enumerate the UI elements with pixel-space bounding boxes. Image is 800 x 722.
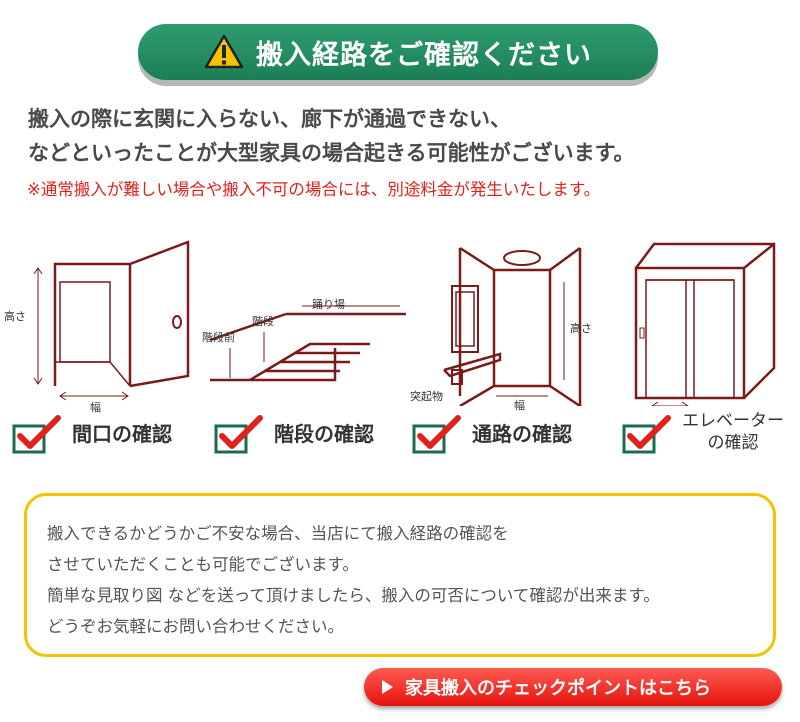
cta-label: 家具搬入のチェックポイントはこちら	[405, 678, 711, 699]
doorway-width-label: 幅	[90, 401, 101, 414]
protrusion-label: 突起物	[410, 390, 443, 403]
lead-line-1: 搬入の際に玄関に入らない、廊下が通過できない、	[28, 107, 511, 131]
doorway-height-label: 高さ	[4, 310, 26, 323]
header-banner: 搬入経路をご確認ください	[138, 24, 658, 86]
lead-text: 搬入の際に玄関に入らない、廊下が通過できない、 などといったことが大型家具の場合…	[28, 102, 788, 170]
before-stairs-label: 階段前	[202, 331, 235, 344]
red-checkmark-icon	[12, 415, 61, 454]
check-elevator: エレベーター の確認	[622, 410, 784, 454]
stairs-illustration: 踊り場 階段 階段前	[200, 236, 410, 406]
check-elevator-label: エレベーター の確認	[682, 410, 784, 454]
warning-triangle-icon	[204, 34, 244, 69]
step-label: 階段	[252, 315, 274, 328]
check-elevator-line-2: の確認	[707, 433, 759, 453]
red-checkmark-icon	[622, 415, 671, 454]
doorway-illustration: 高さ 幅	[0, 236, 200, 414]
stairs-drawing	[209, 305, 406, 382]
info-line-2: させていただくことも可能でございます。	[47, 555, 359, 574]
play-arrow-icon	[382, 680, 393, 694]
lead-line-2: などといったことが大型家具の場合起きる可能性がございます。	[28, 141, 635, 165]
landing-label: 踊り場	[312, 298, 345, 311]
check-stairs-label: 階段の確認	[274, 421, 374, 446]
doorway-drawing	[33, 240, 190, 401]
check-corridor: 通路の確認	[412, 410, 572, 454]
furniture-checkpoint-button[interactable]: 家具搬入のチェックポイントはこちら	[364, 668, 782, 706]
info-line-3: 簡単な見取り図 などを送って頂けましたら、搬入の可否について確認が出来ます。	[47, 586, 660, 605]
banner-title: 搬入経路をご確認ください	[256, 39, 592, 71]
check-corridor-label: 通路の確認	[472, 421, 572, 446]
info-line-4: どうぞお気軽にお問い合わせください。	[47, 617, 344, 636]
check-elevator-line-1: エレベーター	[682, 411, 784, 431]
corridor-width-label: 幅	[514, 399, 525, 412]
surcharge-note: ※通常搬入が難しい場合や搬入不可の場合には、別途料金が発生いたします。	[27, 180, 601, 199]
check-stairs: 階段の確認	[214, 410, 374, 454]
elevator-drawing	[634, 242, 776, 411]
check-doorway-label: 間口の確認	[72, 421, 172, 446]
red-checkmark-icon	[214, 415, 263, 454]
info-box: 搬入できるかどうかご不安な場合、当店にて搬入経路の確認を させていただくことも可…	[24, 493, 776, 657]
corridor-height-label: 高さ	[570, 322, 592, 335]
red-checkmark-icon	[412, 415, 461, 454]
info-text: 搬入できるかどうかご不安な場合、当店にて搬入経路の確認を させていただくことも可…	[47, 518, 660, 642]
banner-pill: 搬入経路をご確認ください	[138, 24, 658, 80]
corridor-illustration: 高さ 幅 突起物	[410, 236, 610, 412]
check-doorway: 間口の確認	[12, 410, 172, 454]
elevator-illustration	[610, 236, 800, 411]
info-line-1: 搬入できるかどうかご不安な場合、当店にて搬入経路の確認を	[47, 524, 509, 543]
